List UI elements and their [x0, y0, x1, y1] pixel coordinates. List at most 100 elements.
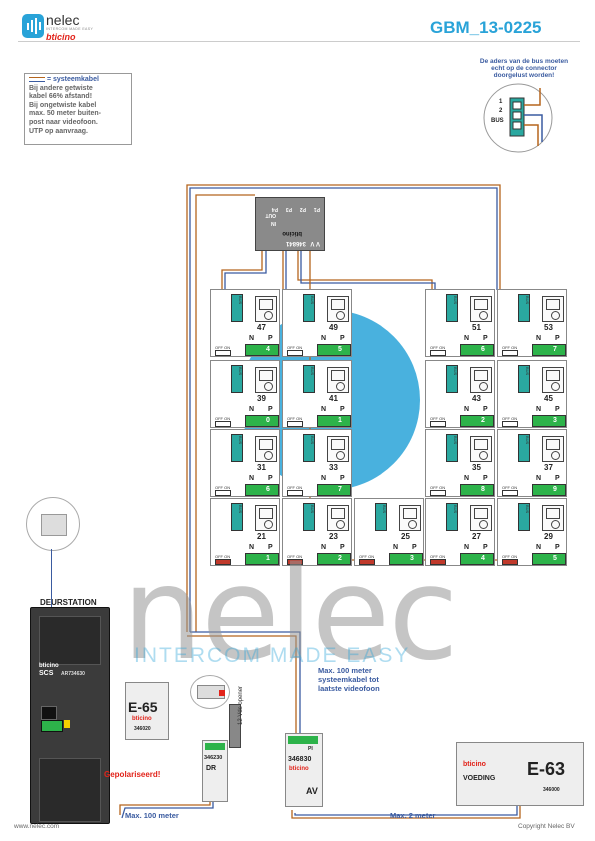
off-on-label: OFF ON: [430, 345, 446, 350]
max100-top-line-3: laatste videofoon: [318, 684, 380, 693]
bus-terminal: [303, 434, 315, 462]
label-n: N: [249, 406, 255, 413]
termination-switch: [287, 559, 303, 565]
videophone-icon: [255, 367, 277, 393]
distributor-port-2: P2: [299, 206, 306, 212]
bus-terminal-label: BUS: [238, 436, 243, 445]
label-p: P: [268, 335, 273, 342]
videophone-icon: [327, 296, 349, 322]
bus-terminal-label: BUS: [238, 367, 243, 376]
label-n: N: [321, 475, 327, 482]
label-p: P: [340, 335, 345, 342]
label-n: N: [536, 544, 542, 551]
address-switch-value: 1: [338, 417, 342, 424]
logo-brand: bticino: [46, 32, 76, 42]
legend-line-7: UTP op aanvraag.: [29, 127, 89, 135]
bus-terminal: [518, 294, 530, 322]
bus-terminal-label: BUS: [525, 505, 530, 514]
bus-connector-detail: [483, 83, 553, 153]
e63-sub: VOEDING: [463, 775, 496, 782]
dr-zoom-detail: [190, 675, 230, 709]
bus-terminal-label: BUS: [310, 436, 315, 445]
legend-line-2: Bij andere getwiste: [29, 84, 93, 92]
label-p: P: [340, 475, 345, 482]
distributor-brand: bticino: [282, 230, 302, 236]
address-switch-value: 5: [553, 555, 557, 562]
footer-copyright: Copyright Nelec BV: [518, 823, 575, 830]
label-n: N: [464, 406, 470, 413]
label-p: P: [555, 406, 560, 413]
bus-note-line-3: doorgelust worden!: [493, 72, 555, 79]
termination-switch: [502, 490, 518, 496]
videophone-icon: [327, 505, 349, 531]
apartment-number: 37: [544, 463, 553, 472]
address-switch: 8: [460, 484, 494, 496]
label-n: N: [321, 544, 327, 551]
off-on-label: OFF ON: [430, 485, 446, 490]
bus-note-line-2: echt op de connector: [491, 65, 557, 72]
label-n: N: [536, 406, 542, 413]
termination-switch: [287, 490, 303, 496]
apartment-number: 21: [257, 532, 266, 541]
e65-brand: bticino: [132, 716, 152, 722]
address-switch-value: 1: [266, 555, 270, 562]
label-p: P: [483, 475, 488, 482]
videophone-icon: [542, 296, 564, 322]
doorstation-label: DEURSTATION: [40, 598, 97, 607]
termination-switch: [430, 421, 446, 427]
bus-terminal-label: BUS: [453, 436, 458, 445]
distributor-port-3: P3: [285, 206, 292, 212]
label-p: P: [412, 544, 417, 551]
address-switch: 1: [245, 553, 279, 565]
videophone-icon: [470, 296, 492, 322]
videophone-icon: [327, 367, 349, 393]
off-on-label: OFF ON: [215, 416, 231, 421]
apartment-number: 41: [329, 394, 338, 403]
videophone-icon: [255, 505, 277, 531]
distributor-346841: V V 346841 bticino IN OUT P1 P2 P3 P4: [255, 197, 325, 251]
label-n: N: [464, 544, 470, 551]
off-on-label: OFF ON: [287, 485, 303, 490]
bus-terminal: [446, 503, 458, 531]
off-on-label: OFF ON: [215, 485, 231, 490]
distributor-port-4: P4: [271, 206, 278, 212]
label-n: N: [321, 406, 327, 413]
bus-terminal: [446, 434, 458, 462]
termination-switch: [215, 350, 231, 356]
apartment-number: 51: [472, 323, 481, 332]
bus-note-line-1: De aders van de bus moeten: [479, 58, 569, 65]
cable-legend: = systeemkabel Bij andere getwiste kabel…: [24, 73, 132, 145]
off-on-label: OFF ON: [502, 554, 518, 559]
e65-name: E-65: [128, 699, 158, 715]
bus-terminal: [231, 434, 243, 462]
address-switch-value: 0: [266, 417, 270, 424]
address-switch: 9: [532, 484, 566, 496]
legend-line-6: post naar videofoon.: [29, 118, 98, 126]
address-switch: 6: [460, 344, 494, 356]
address-switch-value: 9: [553, 486, 557, 493]
polarized-note: Gepolariseerd!: [104, 770, 161, 779]
distributor-vv: V V: [310, 240, 320, 246]
apartment-number: 49: [329, 323, 338, 332]
address-switch-value: 7: [338, 486, 342, 493]
apartment-number: 29: [544, 532, 553, 541]
label-n: N: [464, 335, 470, 342]
doorstation-zoom-detail: [26, 497, 80, 551]
logo-tagline: INTERCOM MADE EASY: [46, 27, 94, 31]
e65-code: 346020: [134, 726, 151, 732]
videophone-icon: [255, 436, 277, 462]
opener-label: 12 Vdc opener: [238, 685, 244, 725]
address-switch: 3: [389, 553, 423, 565]
label-n: N: [321, 335, 327, 342]
legend-line-4: Bij ongetwiste kabel: [29, 101, 97, 109]
videophone-icon: [470, 367, 492, 393]
